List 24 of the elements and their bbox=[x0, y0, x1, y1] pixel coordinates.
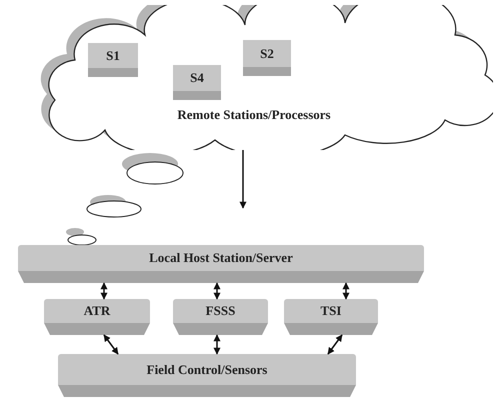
layer-block bbox=[284, 299, 378, 335]
block-label: TSI bbox=[320, 302, 342, 320]
arrow bbox=[100, 282, 108, 300]
arrow bbox=[103, 334, 119, 355]
layer-block bbox=[173, 299, 268, 335]
block-label: FSSS bbox=[206, 302, 236, 320]
block-label: S1 bbox=[106, 46, 120, 65]
block-label: S2 bbox=[260, 44, 274, 63]
station-block bbox=[173, 65, 221, 100]
block-label: ATR bbox=[84, 302, 110, 320]
arrow bbox=[240, 150, 246, 209]
layer-block bbox=[58, 354, 356, 397]
cloud-label: Remote Stations/Processors bbox=[176, 106, 332, 124]
block-label: Field Control/Sensors bbox=[146, 360, 268, 379]
block-label: S4 bbox=[190, 69, 204, 88]
station-block bbox=[88, 43, 138, 77]
layer-block bbox=[44, 299, 150, 335]
layer-block bbox=[18, 245, 424, 283]
arrow bbox=[327, 334, 343, 355]
arrow bbox=[342, 282, 350, 300]
station-block bbox=[243, 40, 291, 76]
arrow bbox=[214, 334, 220, 355]
arrow bbox=[214, 282, 220, 300]
block-label: Local Host Station/Server bbox=[149, 249, 293, 268]
